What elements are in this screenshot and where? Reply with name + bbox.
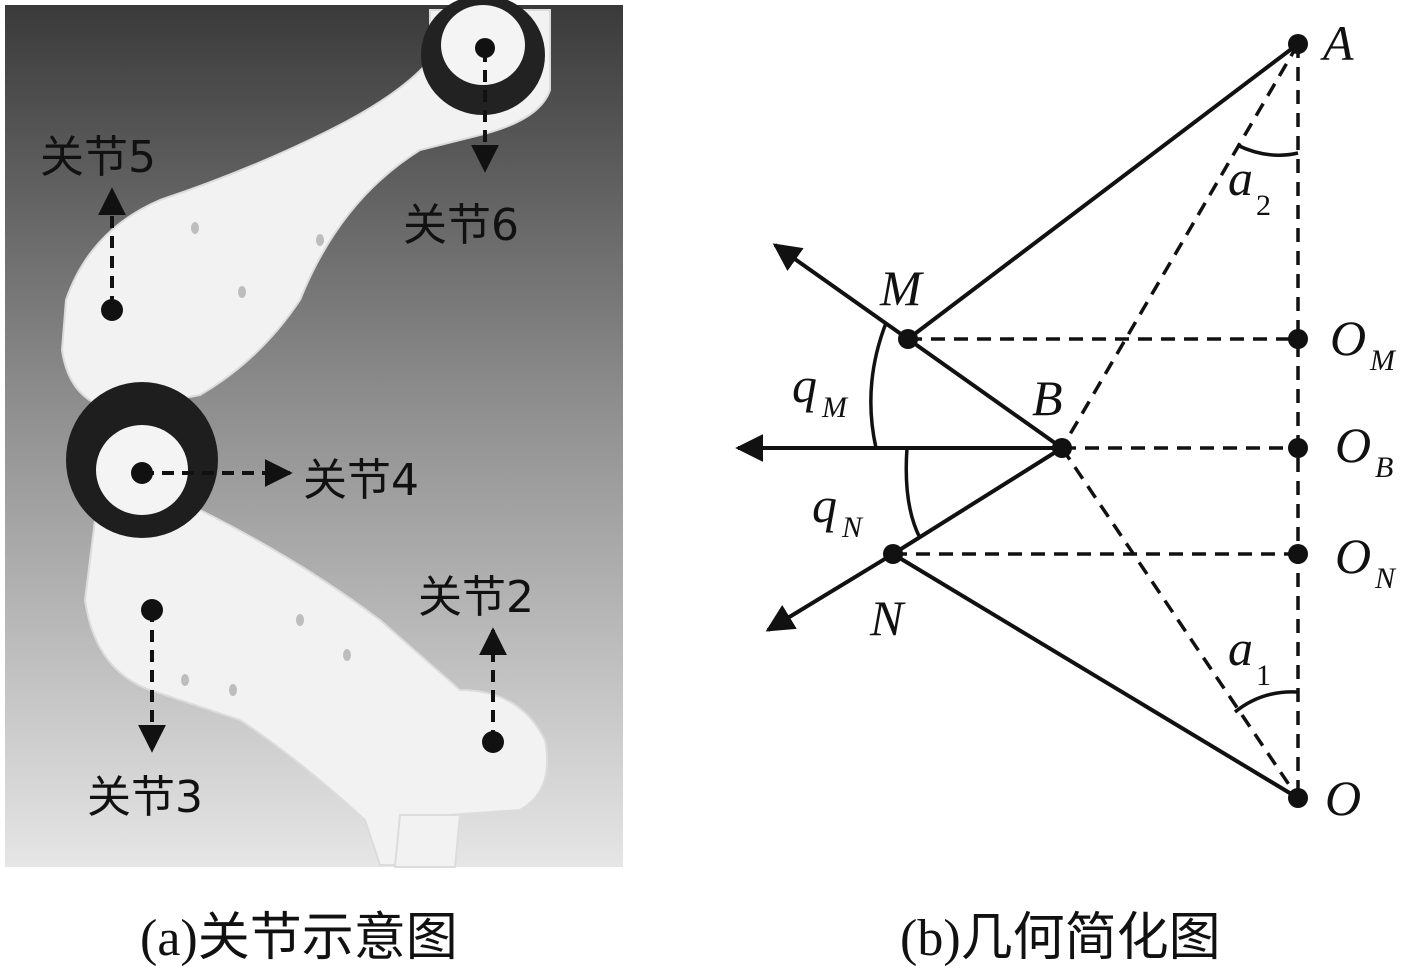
arc-a2 (1236, 143, 1299, 157)
label-qM: q M (792, 357, 849, 424)
line-M-B (906, 337, 1064, 450)
label-a1-sub: 1 (1256, 659, 1271, 692)
solid-lines (891, 42, 1300, 800)
arc-qM (869, 322, 888, 449)
geometry-points (883, 34, 1308, 808)
point-B (1052, 438, 1072, 458)
joint4-ring (66, 382, 218, 538)
label-qN: q N (812, 477, 864, 544)
surface-dots (181, 222, 351, 696)
point-A (1288, 34, 1308, 54)
caption-b: (b)几何简化图 (900, 910, 1221, 967)
label-M: M (879, 260, 924, 316)
joint3-label: 关节3 (87, 772, 203, 823)
point-N (883, 544, 903, 564)
label-qM-sub: M (821, 391, 849, 424)
dashed-lines (893, 43, 1300, 799)
label-ON-sub: N (1374, 562, 1397, 595)
label-a1: a 1 (1228, 620, 1271, 692)
label-N: N (869, 590, 906, 646)
label-O: O (1325, 770, 1361, 826)
line-A-B (1060, 43, 1300, 449)
line-A-M (906, 42, 1300, 341)
label-B: B (1032, 370, 1063, 426)
panel-b: A M B N O O M O B O N q M q N a 2 (735, 15, 1397, 967)
label-OM-base: O (1330, 310, 1366, 366)
point-ON (1288, 544, 1308, 564)
point-M (898, 329, 918, 349)
robot-arm (60, 9, 551, 868)
arc-qN (904, 447, 922, 539)
label-a2-base: a (1228, 150, 1253, 206)
caption-a: (a)关节示意图 (140, 910, 458, 967)
label-qN-base: q (812, 477, 837, 533)
joint6-label: 关节6 (403, 200, 519, 251)
panel-a: 关节5 关节6 关节4 关节2 关节3 (a)关节示意图 (5, 0, 623, 967)
arc-a1 (1233, 690, 1299, 714)
joint2-label: 关节2 (418, 572, 534, 623)
label-OB-base: O (1335, 417, 1371, 473)
arrow-N-outward (765, 552, 895, 632)
joint5-label: 关节5 (40, 132, 156, 183)
joint-markers (98, 50, 507, 753)
line-N-O (891, 552, 1300, 800)
label-OM: O M (1330, 310, 1397, 377)
label-ON: O N (1335, 528, 1397, 595)
line-B-O (1060, 447, 1300, 799)
point-O (1288, 788, 1308, 808)
joint-dots (101, 38, 504, 753)
label-a1-base: a (1228, 620, 1253, 676)
label-OB: O B (1335, 417, 1393, 484)
point-OM (1288, 329, 1308, 349)
angle-arcs (869, 143, 1299, 714)
label-ON-base: O (1335, 528, 1371, 584)
label-a2: a 2 (1228, 150, 1271, 222)
joint4-label: 关节4 (303, 455, 419, 506)
label-A: A (1320, 15, 1354, 71)
label-qN-sub: N (841, 511, 864, 544)
label-qM-base: q (792, 357, 817, 413)
label-OB-sub: B (1375, 451, 1393, 484)
point-OB (1288, 438, 1308, 458)
label-a2-sub: 2 (1256, 189, 1271, 222)
line-B-N (891, 446, 1064, 556)
label-OM-sub: M (1369, 344, 1397, 377)
